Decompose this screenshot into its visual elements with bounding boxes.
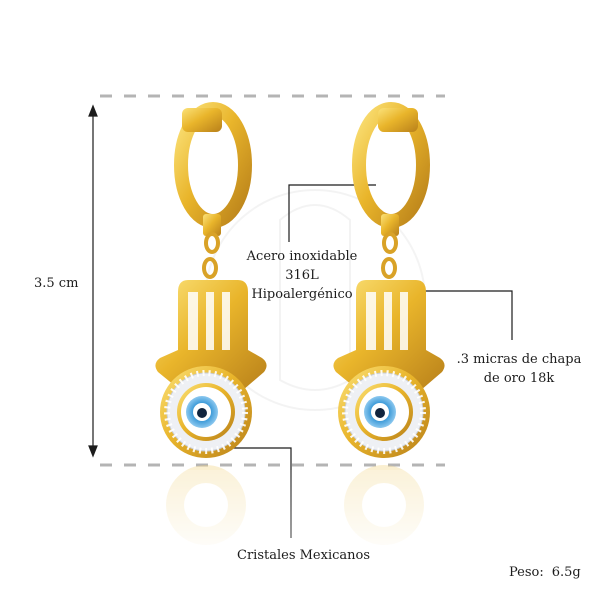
reflection bbox=[140, 465, 460, 560]
weight-value: 6.5g bbox=[551, 565, 581, 580]
height-label: 3.5 cm bbox=[34, 276, 79, 291]
left-earring bbox=[155, 102, 267, 458]
weight-info: Peso: 6.5g bbox=[509, 563, 589, 582]
plating-line-2: de oro 18k bbox=[483, 371, 555, 386]
plating-line-1: .3 micras de chapa bbox=[456, 352, 582, 367]
material-label: Acero inoxidable 316L Hipoalergénico bbox=[228, 247, 376, 304]
left-connector bbox=[202, 232, 220, 279]
plating-callout-line bbox=[407, 290, 513, 340]
crystals-label: Cristales Mexicanos bbox=[237, 548, 371, 563]
material-line-1: Acero inoxidable 316L bbox=[246, 249, 358, 283]
right-hoop bbox=[352, 102, 430, 236]
right-connector bbox=[381, 232, 398, 279]
material-callout-line bbox=[288, 184, 376, 242]
right-earring bbox=[333, 102, 445, 458]
left-hoop bbox=[174, 102, 252, 236]
left-hamsa bbox=[155, 280, 267, 458]
right-hamsa bbox=[333, 280, 445, 458]
weight-label: Peso: bbox=[509, 565, 544, 580]
material-line-2: Hipoalergénico bbox=[251, 287, 353, 302]
plating-label: .3 micras de chapa de oro 18k bbox=[456, 350, 582, 388]
height-arrow bbox=[88, 104, 98, 458]
